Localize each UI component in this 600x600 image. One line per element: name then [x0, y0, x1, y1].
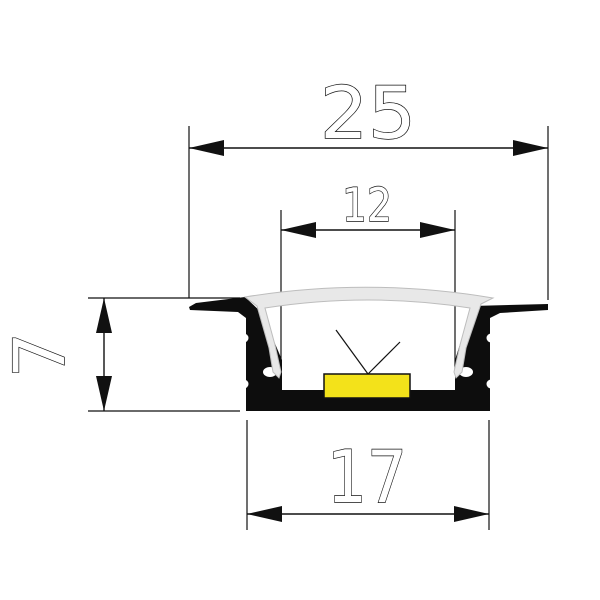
arrow-bottom-7 [96, 376, 112, 411]
led-strip [323, 329, 411, 399]
right-upper-notch [486, 333, 496, 343]
dimension-overall-width: 25 [188, 70, 549, 300]
dimension-label-25: 25 [320, 71, 416, 155]
light-ray-left [335, 329, 369, 375]
dimension-opening-width: 12 [280, 177, 456, 372]
diffuser-cover [243, 286, 495, 379]
arrow-right-12 [420, 222, 455, 238]
arrow-right-25 [513, 140, 548, 156]
dimension-height: 7 [0, 297, 240, 412]
arrow-right-17 [454, 506, 489, 522]
arrow-left-25 [189, 140, 224, 156]
arrow-left-12 [281, 222, 316, 238]
dimension-label-17: 17 [327, 435, 407, 519]
profile-body [189, 297, 548, 411]
aluminium-profile [189, 297, 548, 411]
left-lower-notch [239, 379, 249, 389]
right-lower-notch [486, 379, 496, 389]
arrow-top-7 [96, 298, 112, 333]
light-ray-right [367, 341, 401, 375]
arrow-left-17 [247, 506, 282, 522]
led-chip [323, 373, 411, 399]
left-upper-notch [239, 333, 249, 343]
dimension-base-width: 17 [246, 420, 490, 530]
dimension-label-12: 12 [342, 178, 392, 232]
dimension-label-7: 7 [0, 332, 81, 378]
